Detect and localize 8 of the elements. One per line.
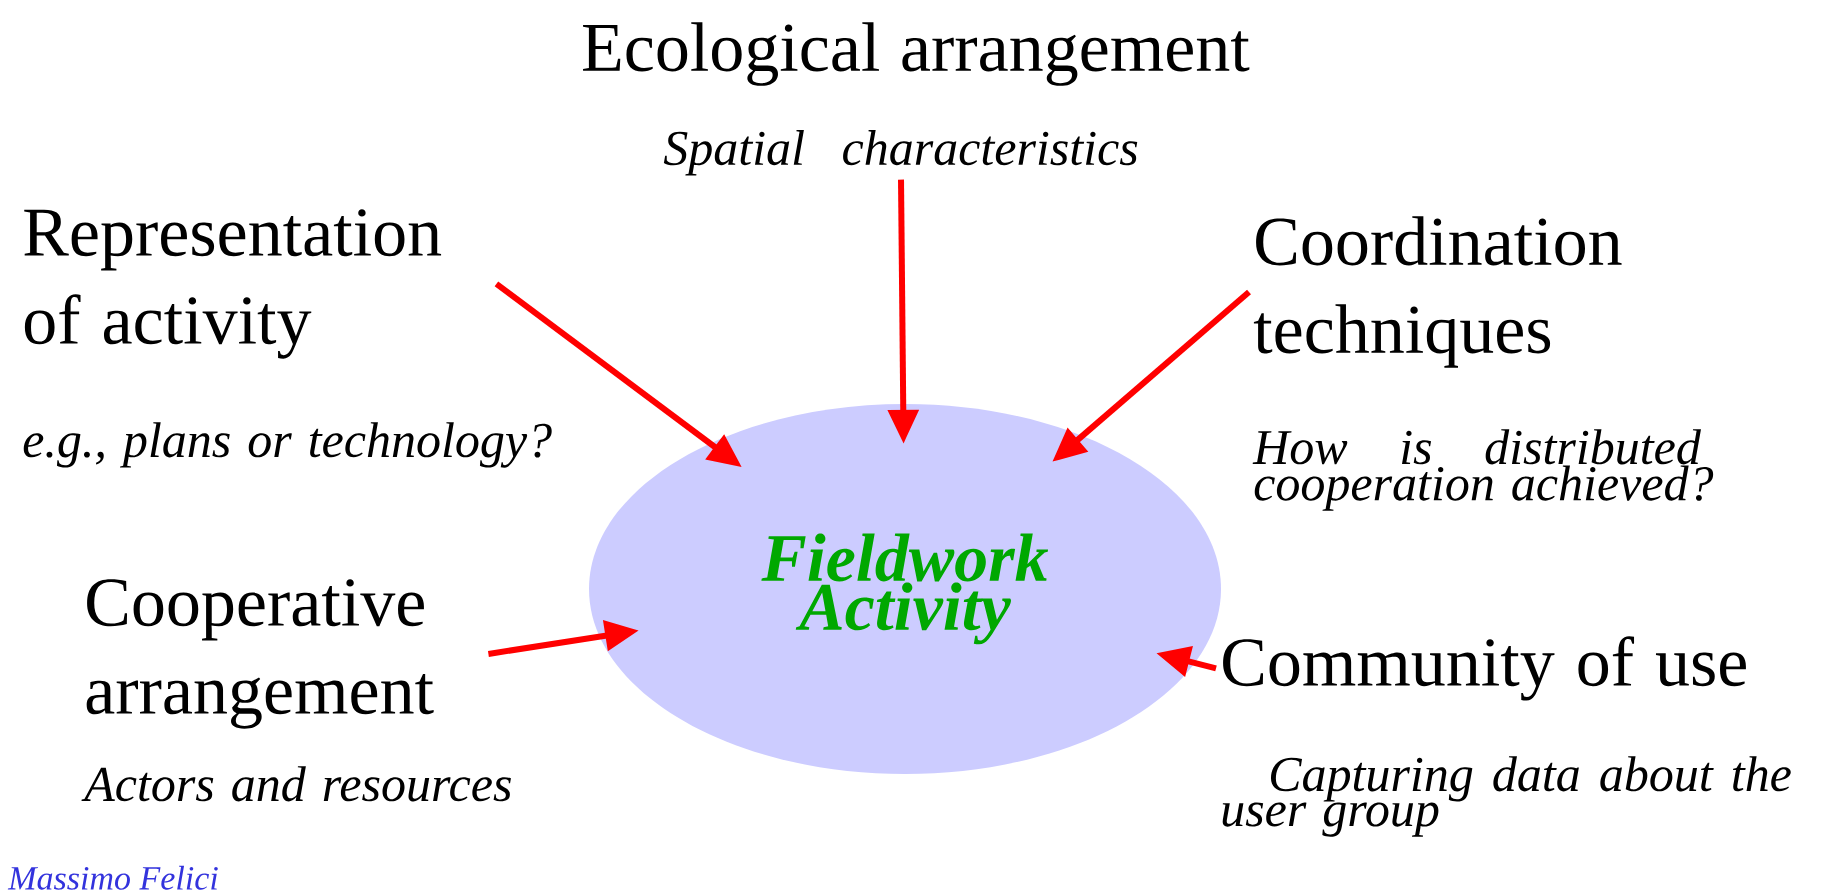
author-name: Massimo Felici <box>7 865 218 890</box>
topic-label: Community of use <box>1223 636 1746 701</box>
subtitle: Actors and resources <box>81 766 511 802</box>
subtitle: Capturing data about the user group <box>1222 756 1791 837</box>
topic-label: Cooperative arrangement <box>86 579 434 729</box>
topic-label: Coordination techniques <box>1253 216 1622 368</box>
topic-label: Ecological arrangement Spatial characteristics <box>583 22 1250 176</box>
topic-label: Representation of activity <box>24 209 442 359</box>
